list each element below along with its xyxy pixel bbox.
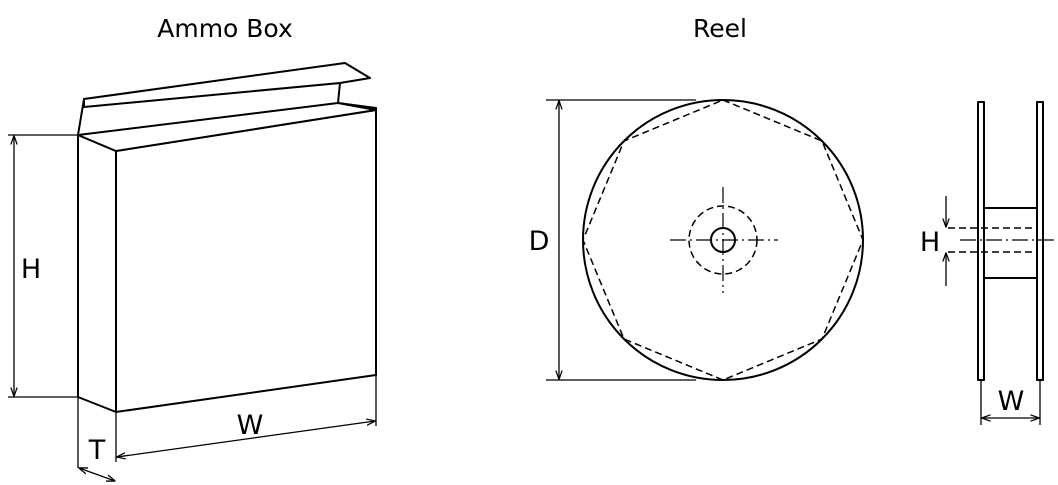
box-thickness-dimension: T [78, 397, 115, 481]
reel-width-dimension: W [980, 380, 1041, 425]
ammo-box-title: Ammo Box [157, 14, 293, 43]
box-front-face [115, 109, 377, 413]
box-width-label: W [237, 410, 264, 441]
box-height-dimension: H [8, 134, 78, 398]
reel-figure: Reel D [526, 14, 1058, 425]
box-side-face [77, 134, 117, 413]
reel-hub-height-dimension: H [920, 196, 946, 286]
reel-hub-height-label: H [920, 227, 940, 258]
box-top-rim [77, 102, 377, 152]
reel-diameter-label: D [529, 226, 550, 257]
reel-width-label: W [998, 386, 1025, 417]
reel-hub-side [983, 207, 1038, 279]
ammo-box-drawing [77, 62, 377, 413]
reel-diameter-dimension: D [526, 99, 696, 381]
reel-front-view [582, 99, 864, 381]
box-width-dimension: W [115, 375, 377, 462]
ammo-box-figure: Ammo Box H W [8, 14, 377, 481]
box-height-label: H [21, 254, 41, 285]
box-thickness-label: T [88, 435, 106, 466]
reel-side-view [948, 101, 1058, 381]
reel-title: Reel [693, 14, 747, 43]
